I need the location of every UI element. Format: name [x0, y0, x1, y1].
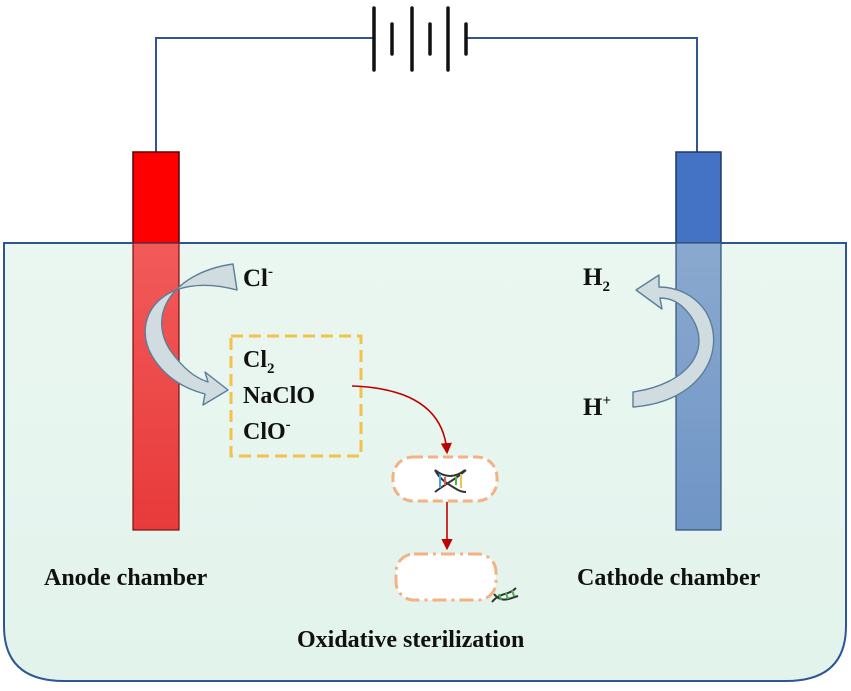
ion-charge: - [268, 264, 273, 280]
cathode-input-ion-label: H+ [583, 393, 611, 421]
process-label: Oxidative sterilization [297, 627, 524, 653]
battery-icon [372, 6, 468, 72]
product-cl2: Cl2 [243, 347, 275, 377]
cathode-chamber-label: Cathode chamber [577, 565, 761, 591]
product-clo: ClO- [243, 417, 291, 445]
cathode-electrode [675, 151, 722, 244]
anode-electrode-submerged [132, 242, 180, 531]
cathode-product-label: H2 [583, 264, 610, 295]
cathode-curved-arrow [632, 274, 715, 408]
reaction-arrow-to-cell [351, 385, 452, 455]
dna-icon [434, 469, 467, 493]
bacterium-cell-damaged [394, 552, 498, 602]
product-naclo: NaClO [243, 383, 315, 409]
released-dna-icon [491, 587, 519, 603]
anode-electrode [132, 151, 180, 244]
circuit-wire [155, 37, 698, 152]
anode-input-ion-label: Cl- [243, 264, 273, 292]
anode-products-box [229, 334, 363, 458]
anode-chamber-label: Anode chamber [44, 565, 208, 591]
anode-curved-arrow [144, 263, 238, 406]
